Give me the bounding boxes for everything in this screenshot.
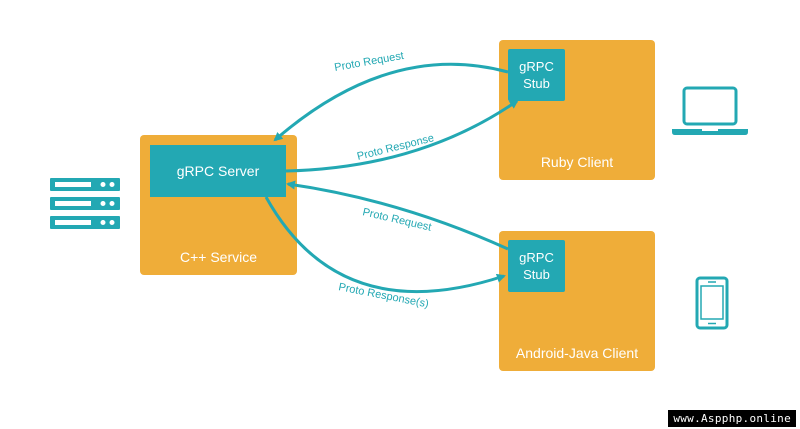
android-client-label: Android-Java Client	[515, 345, 639, 361]
android-response-label: Proto Response(s)	[337, 281, 429, 310]
ruby-request-label: Proto Request	[333, 50, 404, 74]
android-request-arrow	[286, 180, 509, 251]
ruby-response-arrow	[285, 99, 519, 173]
service-label: C++ Service	[179, 249, 258, 265]
watermark: www.Aspphp.online	[668, 410, 796, 427]
ruby-stub-line1: gRPC	[519, 59, 554, 74]
ruby-request-arrow	[273, 62, 509, 142]
ruby-stub-line2: Stub	[523, 76, 550, 91]
grpc-server-header: gRPC Server	[150, 145, 286, 197]
android-request-label: Proto Request	[361, 206, 432, 234]
android-response-arrow	[264, 196, 506, 294]
android-grpc-stub: gRPC Stub	[508, 240, 565, 292]
ruby-grpc-stub: gRPC Stub	[508, 49, 565, 101]
android-stub-line2: Stub	[523, 267, 550, 282]
android-stub-line1: gRPC	[519, 250, 554, 265]
ruby-client-label: Ruby Client	[540, 154, 614, 170]
